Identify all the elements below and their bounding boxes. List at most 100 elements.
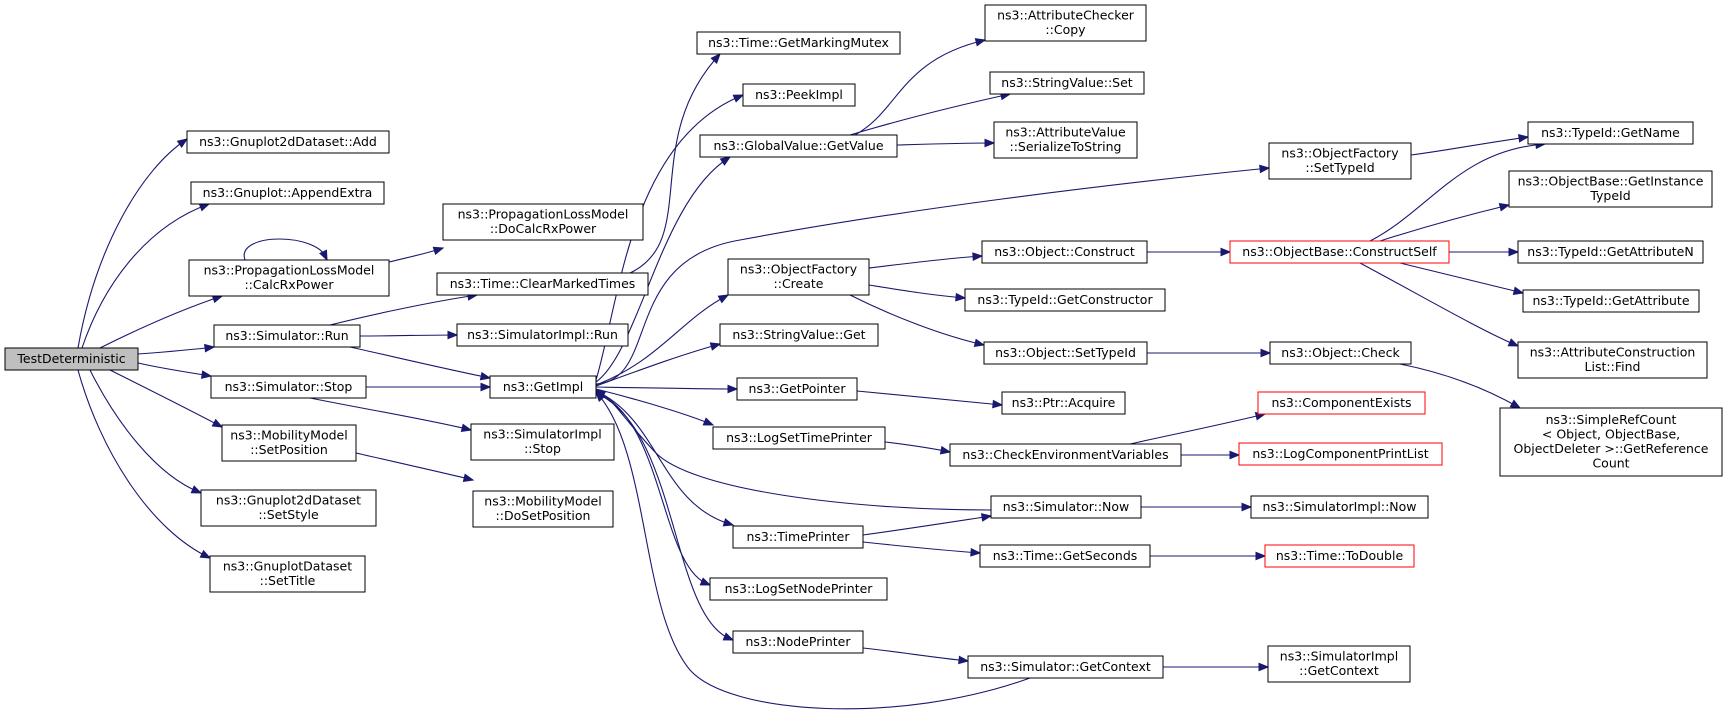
node-gp_appendextra[interactable]: ns3::Gnuplot::AppendExtra: [190, 181, 385, 205]
node-label: ns3::SimulatorImpl::Run: [467, 327, 618, 342]
node-ptr_acquire[interactable]: ns3::Ptr::Acquire: [1001, 391, 1126, 415]
node-box: [967, 655, 1164, 679]
node-obj_construct[interactable]: ns3::Object::Construct: [981, 240, 1148, 264]
node-label: ns3::GetPointer: [749, 381, 847, 396]
node-of_settypeid[interactable]: ns3::ObjectFactory::SetTypeId: [1268, 142, 1412, 180]
node-logsetnodeprinter[interactable]: ns3::LogSetNodePrinter: [709, 577, 888, 601]
node-label: ns3::ObjectFactory: [740, 262, 858, 277]
edge-sim_run-to-getimpl: [349, 346, 491, 379]
arrowhead-sim_run-to-simimpl_run: [447, 330, 459, 340]
node-box: [949, 443, 1182, 467]
node-simimpl_now[interactable]: ns3::SimulatorImpl::Now: [1250, 495, 1429, 519]
edge-sim_stop-to-simimpl_stop: [309, 397, 472, 431]
node-box: [1499, 407, 1723, 477]
node-box: [727, 258, 870, 296]
node-mm_dosetpos[interactable]: ns3::MobilityModel::DoSetPosition: [472, 490, 614, 528]
node-label: ns3::Simulator::Now: [1003, 499, 1130, 514]
node-label: ns3::SimpleRefCount: [1546, 412, 1677, 427]
node-sim_run[interactable]: ns3::Simulator::Run: [213, 324, 361, 348]
node-sim_getcontext[interactable]: ns3::Simulator::GetContext: [967, 655, 1164, 679]
node-typeid_getname[interactable]: ns3::TypeId::GetName: [1527, 121, 1694, 145]
node-label: TestDeterministic: [16, 351, 125, 366]
edge-obj_check-to-simplerefcount_getref: [1399, 363, 1521, 409]
node-gp2d_add[interactable]: ns3::Gnuplot2dDataset::Add: [186, 130, 390, 154]
edge-getimpl-to-gv_getvalue: [595, 156, 731, 383]
node-time_clearmarked[interactable]: ns3::Time::ClearMarkedTimes: [436, 272, 649, 296]
node-box: [732, 525, 864, 549]
node-attrchecker_copy[interactable]: ns3::AttributeChecker::Copy: [984, 4, 1147, 42]
node-gpds_settitle[interactable]: ns3::GnuplotDataset::SetTitle: [209, 555, 366, 593]
edge-gv_getvalue-to-attrchecker_copy: [854, 39, 986, 136]
node-simimpl_run[interactable]: ns3::SimulatorImpl::Run: [456, 323, 629, 347]
node-logsettimeprinter[interactable]: ns3::LogSetTimePrinter: [712, 426, 886, 450]
node-box: [456, 323, 629, 347]
node-label: ::DoSetPosition: [496, 508, 591, 523]
node-getimpl[interactable]: ns3::GetImpl: [489, 375, 597, 399]
node-label: ns3::LogSetTimePrinter: [726, 430, 873, 445]
node-peekimpl[interactable]: ns3::PeekImpl: [742, 83, 856, 107]
node-sim_stop[interactable]: ns3::Simulator::Stop: [210, 375, 367, 399]
node-mm_setpos[interactable]: ns3::MobilityModel::SetPosition: [221, 424, 357, 462]
node-attrvalue_serialize[interactable]: ns3::AttributeValue::SerializeToString: [993, 121, 1138, 159]
node-label: ::SetStyle: [258, 507, 319, 522]
node-of_create[interactable]: ns3::ObjectFactory::Create: [727, 258, 870, 296]
node-box: [736, 377, 858, 401]
node-typeid_getconstructor[interactable]: ns3::TypeId::GetConstructor: [964, 288, 1166, 312]
node-box: [200, 489, 377, 527]
node-getpointer[interactable]: ns3::GetPointer: [736, 377, 858, 401]
node-nodeprinter[interactable]: ns3::NodePrinter: [732, 630, 864, 654]
node-sv_get[interactable]: ns3::StringValue::Get: [719, 323, 879, 347]
edge-time_clearmarked-to-time_getmarkingmutex: [629, 53, 721, 274]
node-box: [719, 323, 879, 347]
node-label: ns3::Object::Check: [1281, 345, 1400, 360]
node-simimpl_getcontext[interactable]: ns3::SimulatorImpl::GetContext: [1267, 645, 1411, 683]
node-time_getseconds[interactable]: ns3::Time::GetSeconds: [979, 544, 1151, 568]
arrowhead-objbase_constructself-to-attrconstructionlist_find: [1507, 338, 1520, 347]
node-obj_settypeid[interactable]: ns3::Object::SetTypeId: [983, 341, 1148, 365]
node-label: List::Find: [1585, 359, 1641, 374]
node-label: ::Stop: [524, 441, 561, 456]
node-time_todouble[interactable]: ns3::Time::ToDouble: [1264, 544, 1415, 568]
node-checkenv[interactable]: ns3::CheckEnvironmentVariables: [949, 443, 1182, 467]
arrowhead-of_create-to-obj_construct: [972, 252, 984, 261]
node-root[interactable]: TestDeterministic: [4, 347, 139, 371]
node-plm_docalc[interactable]: ns3::PropagationLossModel::DoCalcRxPower: [442, 203, 644, 241]
node-typeid_getattribute[interactable]: ns3::TypeId::GetAttribute: [1522, 289, 1700, 313]
edge-sim_getcontext-to-getimpl: [595, 391, 1031, 710]
node-simplerefcount_getref[interactable]: ns3::SimpleRefCount< Object, ObjectBase,…: [1499, 407, 1723, 477]
arrowhead-root-to-gp2d_setstyle: [190, 485, 203, 494]
node-timeprinter[interactable]: ns3::TimePrinter: [732, 525, 864, 549]
edge-root-to-gp_appendextra: [81, 203, 210, 349]
node-time_getmarkingmutex[interactable]: ns3::Time::GetMarkingMutex: [696, 31, 901, 55]
edge-checkenv-to-componentexists: [1129, 413, 1266, 445]
arrowhead-plm_calcrx-to-plm_calcrx: [319, 249, 328, 262]
node-sv_set[interactable]: ns3::StringValue::Set: [989, 71, 1145, 95]
node-label: ns3::Ptr::Acquire: [1012, 395, 1116, 410]
node-label: ns3::Gnuplot::AppendExtra: [203, 185, 373, 200]
arrowhead-plm_calcrx-to-plm_docalc: [432, 246, 445, 256]
node-componentexists[interactable]: ns3::ComponentExists: [1257, 391, 1426, 415]
node-gp2d_setstyle[interactable]: ns3::Gnuplot2dDataset::SetStyle: [200, 489, 377, 527]
edge-root-to-sim_run: [137, 346, 215, 355]
node-typeid_getattributen[interactable]: ns3::TypeId::GetAttributeN: [1517, 240, 1704, 264]
arrowhead-sim_now-to-simimpl_now: [1241, 502, 1253, 512]
node-box: [4, 347, 139, 371]
node-label: ns3::MobilityModel: [230, 428, 347, 443]
node-box: [436, 272, 649, 296]
node-plm_calcrx[interactable]: ns3::PropagationLossModel::CalcRxPower: [188, 259, 390, 297]
node-sim_now[interactable]: ns3::Simulator::Now: [990, 495, 1142, 519]
node-objbase_constructself[interactable]: ns3::ObjectBase::ConstructSelf: [1229, 240, 1450, 264]
node-label: ns3::GetImpl: [503, 379, 583, 394]
arrowhead-checkenv-to-logcomponentprintlist: [1229, 450, 1241, 460]
edge-timeprinter-to-time_getseconds: [862, 541, 981, 554]
arrowhead-timeprinter-to-time_getseconds: [970, 547, 982, 557]
edge-gv_getvalue-to-attrvalue_serialize: [896, 142, 995, 146]
edge-objbase_constructself-to-typeid_getname: [1369, 143, 1546, 242]
node-logcomponentprintlist[interactable]: ns3::LogComponentPrintList: [1238, 442, 1443, 466]
node-gv_getvalue[interactable]: ns3::GlobalValue::GetValue: [699, 134, 898, 158]
node-simimpl_stop[interactable]: ns3::SimulatorImpl::Stop: [470, 423, 615, 461]
arrowhead-time_clearmarked-to-time_getmarkingmutex: [710, 52, 721, 64]
node-obj_check[interactable]: ns3::Object::Check: [1269, 341, 1412, 365]
